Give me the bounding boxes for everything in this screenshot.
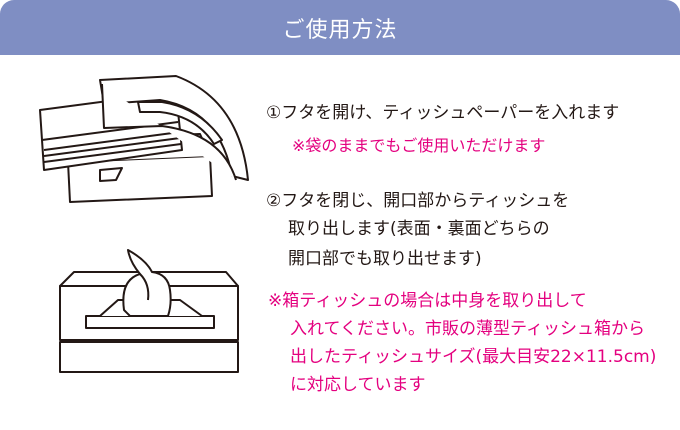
step2-line: ②フタを閉じ、開口部からティッシュを bbox=[266, 191, 570, 211]
note-line: に対応しています bbox=[290, 375, 426, 395]
note-line: 出したティッシュサイズ(最大目安22×11.5cm) bbox=[290, 347, 657, 367]
page-title: ご使用方法 bbox=[282, 17, 398, 43]
header-bar: ご使用方法 bbox=[0, 0, 680, 55]
step2-line: 開口部でも取り出せます) bbox=[288, 249, 482, 269]
step1-note: ※袋のままでもご使用いただけます bbox=[292, 136, 546, 155]
step1-text: ①フタを開け、ティッシュペーパーを入れます bbox=[266, 103, 620, 123]
closed-case-with-tissue-icon bbox=[59, 249, 239, 373]
note-line: 入れてください。市販の薄型ティッシュ箱から bbox=[290, 319, 645, 339]
step2-line: 取り出します(表面・裏面どちらの bbox=[288, 219, 550, 239]
open-case-with-tissue-icon bbox=[39, 75, 249, 373]
note-line: ※箱ティッシュの場合は中身を取り出して bbox=[268, 291, 587, 311]
